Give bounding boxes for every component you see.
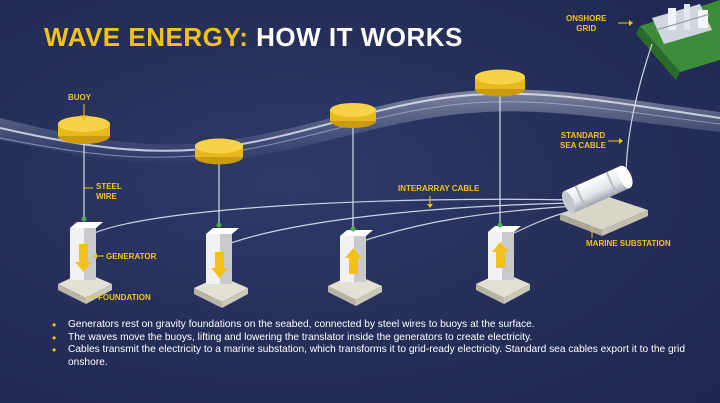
label-marine-substation: MARINE SUBSTATION (586, 239, 671, 248)
generator-2 (194, 222, 248, 308)
title-rest: HOW IT WORKS (256, 22, 463, 52)
bullet-text: Cables transmit the electricity to a mar… (68, 344, 685, 368)
onshore-grid (636, 0, 720, 80)
bullet-icon: • (52, 330, 57, 345)
generator-4 (476, 222, 530, 304)
list-item: • Cables transmit the electricity to a ma… (52, 344, 692, 369)
explanation-list: • Generators rest on gravity foundations … (52, 319, 692, 369)
bullet-text: The waves move the buoys, lifting and lo… (68, 331, 533, 343)
buoy-2 (195, 138, 243, 165)
bullet-icon: • (52, 318, 57, 332)
bullet-text: Generators rest on gravity foundations o… (68, 319, 535, 330)
label-interarray-cable: INTERARRAY CABLE (398, 184, 480, 193)
label-steel-wire: STEEL WIRE (96, 182, 122, 201)
buoy-3 (330, 103, 376, 128)
marine-substation (560, 165, 648, 236)
label-standard-sea-cable: STANDARD SEA CABLE (560, 131, 606, 150)
label-foundation: FOUNDATION (98, 293, 151, 302)
generator-3 (328, 226, 382, 306)
generator-1 (58, 216, 112, 304)
label-generator: GENERATOR (106, 252, 157, 261)
generators (58, 216, 530, 308)
label-onshore-grid: ONSHORE GRID (566, 14, 607, 33)
bullet-icon: • (52, 343, 57, 357)
steel-wires (83, 92, 501, 228)
buoy-4 (475, 69, 525, 97)
page-title: WAVE ENERGY: HOW IT WORKS (44, 22, 463, 53)
list-item: • The waves move the buoys, lifting and l… (52, 332, 692, 345)
buoys (58, 69, 525, 165)
buoy-1 (58, 116, 110, 144)
label-buoy: BUOY (68, 93, 92, 102)
list-item: • Generators rest on gravity foundations … (52, 319, 692, 332)
callout-lines (80, 20, 633, 298)
title-highlight: WAVE ENERGY: (44, 22, 249, 52)
